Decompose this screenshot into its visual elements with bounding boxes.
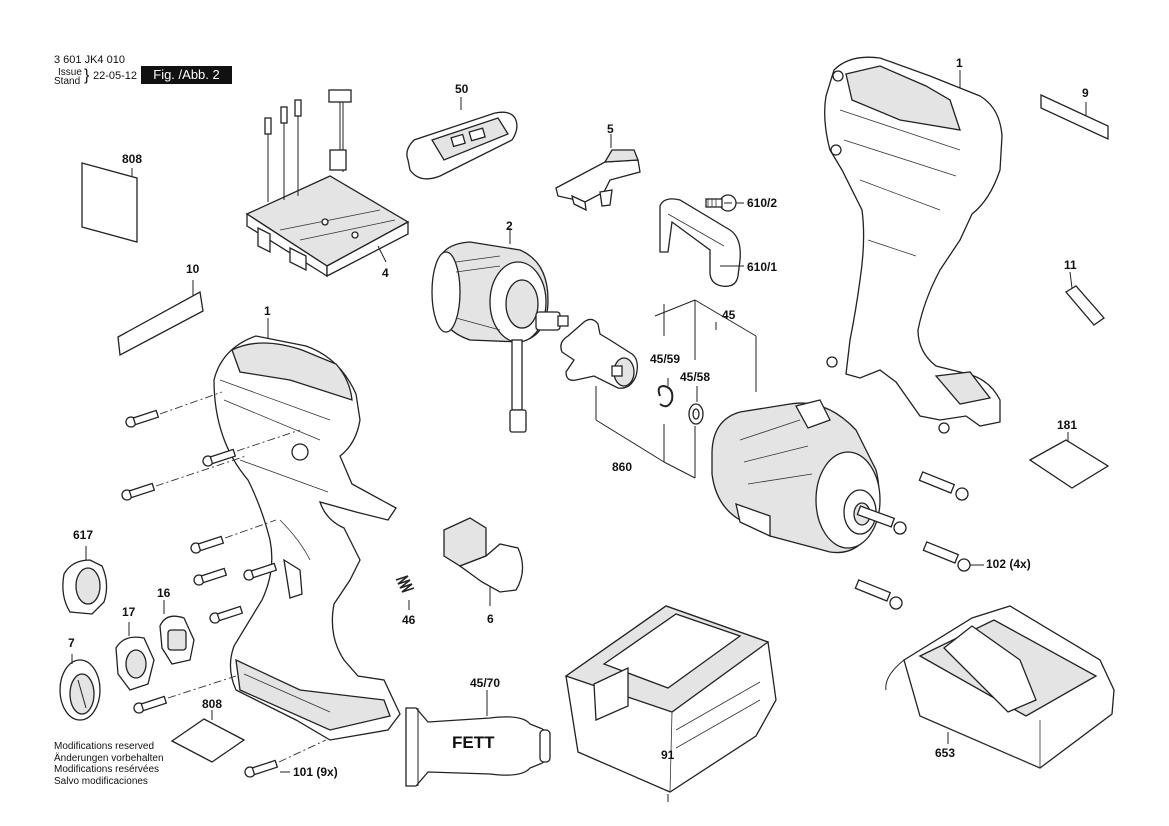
screw-101-9 bbox=[244, 739, 327, 778]
part-5-switch-bracket bbox=[555, 134, 641, 212]
part-653-charger bbox=[885, 605, 1115, 769]
part-610-2-clip-screw bbox=[705, 194, 744, 212]
part-6-trigger-switch bbox=[443, 517, 524, 606]
label-610-2: 610/2 bbox=[747, 196, 778, 210]
part-4-electronics-module bbox=[245, 89, 410, 278]
part-1-housing-left bbox=[213, 318, 401, 741]
issue-date: 22-05-12 bbox=[93, 70, 138, 82]
label-7: 7 bbox=[68, 636, 75, 650]
impact-gear-housing bbox=[711, 399, 881, 554]
part-808-bottom-label bbox=[170, 710, 246, 763]
label-6: 6 bbox=[487, 612, 494, 626]
label-102: 102 (4x) bbox=[986, 557, 1031, 571]
screw-102-b bbox=[856, 505, 907, 535]
label-50: 50 bbox=[455, 82, 469, 96]
label-45-58: 45/58 bbox=[680, 370, 711, 384]
part-16-cover bbox=[159, 600, 195, 665]
label-16: 16 bbox=[157, 586, 171, 600]
label-808-bottom: 808 bbox=[202, 697, 223, 711]
part-45-59-circlip bbox=[657, 378, 674, 408]
bracket-glyph: } bbox=[84, 67, 90, 84]
label-45-70: 45/70 bbox=[470, 676, 501, 690]
note-fr: Modifications resérvées bbox=[54, 764, 160, 775]
label-101: 101 (9x) bbox=[293, 765, 338, 779]
screw-101-2 bbox=[202, 429, 301, 467]
part-2-motor bbox=[431, 228, 569, 433]
part-10-label-strip bbox=[117, 280, 204, 357]
note-en: Modifications reserved bbox=[54, 741, 155, 752]
label-653: 653 bbox=[935, 746, 956, 760]
figure-badge: Fig. /Abb. 2 bbox=[141, 66, 232, 84]
modification-notes: Modifications reserved Änderungen vorbeh… bbox=[54, 741, 164, 787]
part-9-label-strip bbox=[1040, 93, 1109, 141]
label-45-59: 45/59 bbox=[650, 352, 681, 366]
label-45: 45 bbox=[722, 308, 736, 322]
part-17-ring bbox=[115, 622, 155, 691]
note-es: Salvo modificaciones bbox=[54, 775, 148, 787]
label-1-left: 1 bbox=[264, 304, 271, 318]
part-1-housing-right bbox=[824, 56, 1003, 434]
part-617-cover bbox=[62, 546, 108, 615]
part-808-label-sticker bbox=[81, 162, 138, 243]
screw-102-a bbox=[918, 471, 969, 501]
part-101-screws bbox=[121, 391, 327, 778]
part-45-58-washer bbox=[688, 386, 704, 425]
screw-102-d bbox=[854, 579, 903, 610]
label-860: 860 bbox=[612, 460, 633, 474]
part-181-label bbox=[1028, 432, 1110, 489]
part-46-spring bbox=[395, 575, 415, 610]
label-91: 91 bbox=[661, 748, 675, 762]
stand-label: Stand bbox=[54, 76, 81, 87]
label-9: 9 bbox=[1082, 86, 1089, 100]
screw-101-1 bbox=[125, 391, 223, 428]
grease-tube-icon bbox=[405, 690, 551, 787]
label-10: 10 bbox=[186, 262, 200, 276]
screw-101-8 bbox=[133, 675, 237, 714]
grease-tube-text: FETT bbox=[452, 733, 495, 752]
screw-102-c bbox=[922, 541, 971, 572]
screw-101-3 bbox=[121, 455, 247, 501]
screw-101-7 bbox=[209, 605, 244, 624]
label-5: 5 bbox=[607, 122, 614, 136]
part-11-label-strip bbox=[1065, 271, 1105, 326]
label-610-1: 610/1 bbox=[747, 260, 778, 274]
label-1-right: 1 bbox=[956, 56, 963, 70]
label-11: 11 bbox=[1064, 258, 1077, 272]
doc-number: 3 601 JK4 010 bbox=[54, 54, 125, 66]
issue-label: Issue bbox=[58, 67, 82, 78]
bracket-45-860 bbox=[595, 299, 757, 479]
part-50-control-panel bbox=[406, 97, 518, 180]
part-102-screws bbox=[854, 471, 984, 610]
note-de: Änderungen vorbehalten bbox=[54, 752, 164, 764]
label-46: 46 bbox=[402, 613, 416, 627]
screw-101-5 bbox=[193, 567, 228, 586]
part-7-knob bbox=[59, 654, 101, 721]
screw-101-6 bbox=[243, 562, 278, 581]
label-4: 4 bbox=[382, 266, 389, 280]
label-2: 2 bbox=[506, 219, 513, 233]
part-45-spindle bbox=[560, 318, 638, 389]
label-808-top: 808 bbox=[122, 152, 143, 166]
label-17: 17 bbox=[122, 605, 136, 619]
part-91-battery bbox=[564, 605, 777, 802]
part-610-belt-clip bbox=[659, 198, 744, 287]
label-181: 181 bbox=[1057, 418, 1078, 432]
label-617: 617 bbox=[73, 528, 94, 542]
screw-101-4 bbox=[190, 519, 277, 554]
